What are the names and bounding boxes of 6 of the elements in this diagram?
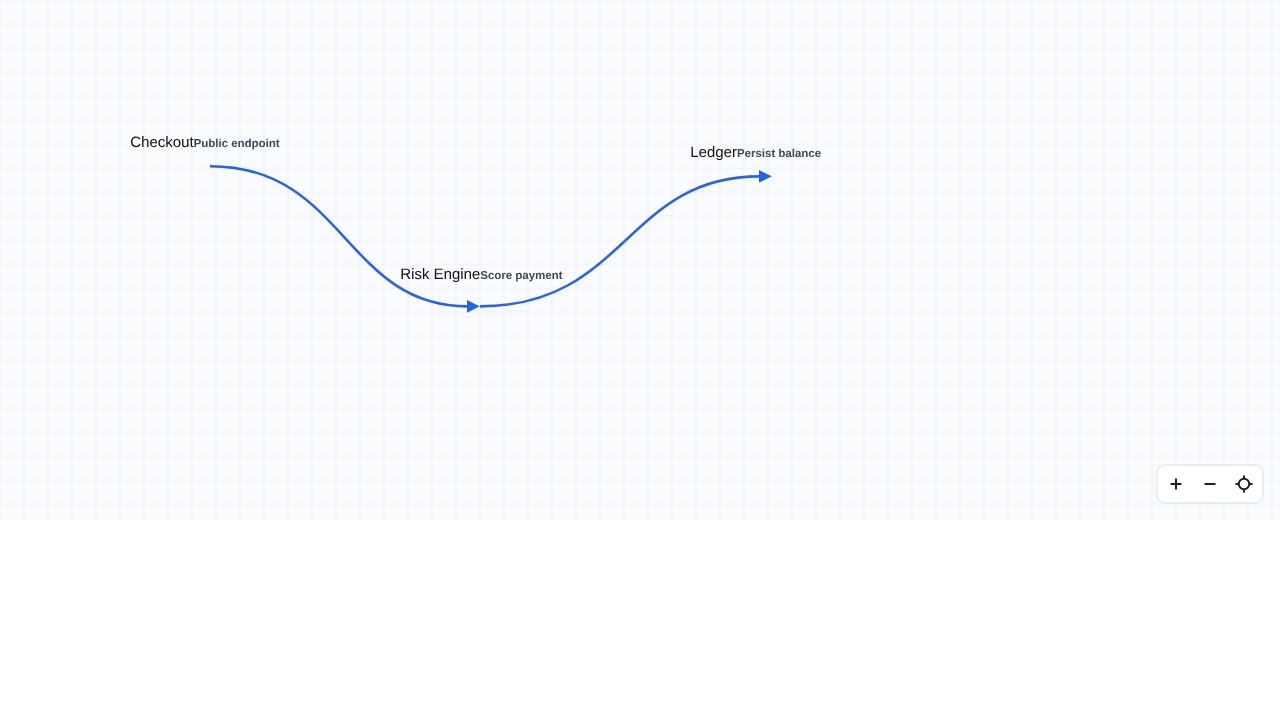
node-subtitle: Public endpoint [194, 138, 280, 150]
node-subtitle: Score payment [480, 271, 563, 282]
node-subtitle: Persist balance [737, 148, 821, 158]
node-title: Ledger [691, 146, 737, 161]
node-title: Checkout [131, 136, 194, 148]
node-title: Risk Engine [401, 268, 480, 283]
